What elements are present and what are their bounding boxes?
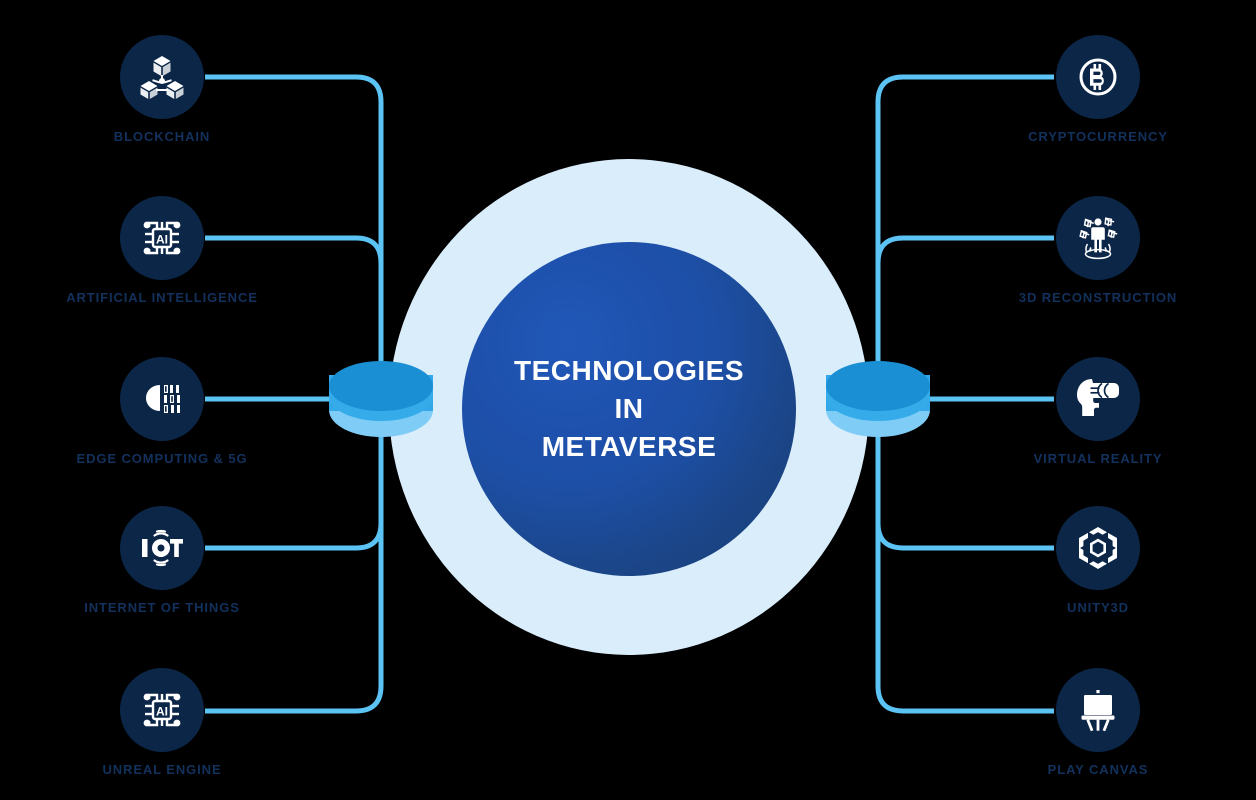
node-label: UNITY3D: [1067, 600, 1129, 615]
easel-canvas-icon: [1081, 690, 1115, 732]
left-connector-ai: [205, 235, 384, 374]
node-icon-badge: [1056, 196, 1140, 280]
ai-chip-icon: AI: [143, 221, 181, 255]
right-connector-crypto: [875, 74, 1054, 374]
node-label: PLAY CANVAS: [1047, 762, 1149, 777]
node-blockchain[interactable]: BLOCKCHAIN: [82, 35, 242, 144]
svg-text:AI: AI: [156, 705, 168, 719]
node-artificial-intelligence[interactable]: AI ARTIFICIAL INTELLIGENCE: [66, 196, 257, 305]
node-icon-badge: AI: [120, 668, 204, 752]
title-line-1: TECHNOLOGIES: [513, 355, 744, 386]
node-label: ARTIFICIAL INTELLIGENCE: [66, 290, 258, 305]
node-icon-badge: [1056, 357, 1140, 441]
svg-text:AI: AI: [156, 233, 168, 247]
left-hub-cylinder: [329, 361, 433, 437]
node-play-canvas[interactable]: PLAY CANVAS: [1018, 668, 1178, 777]
node-label: UNREAL ENGINE: [102, 762, 222, 777]
unity-cube-icon: [1079, 527, 1117, 569]
cloud-binary-icon: [146, 385, 180, 413]
vr-headset-icon: [1077, 379, 1119, 416]
node-unreal-engine[interactable]: AI UNREAL ENGINE: [82, 668, 242, 777]
right-connector-3d: [875, 235, 1054, 374]
left-connector-unreal: [205, 424, 384, 714]
blockchain-icon: [140, 56, 184, 99]
ai-chip-icon: AI: [143, 693, 181, 727]
node-icon-badge: AI: [120, 196, 204, 280]
node-icon-badge: [1056, 668, 1140, 752]
node-icon-badge: [1056, 506, 1140, 590]
node-icon-badge: [120, 506, 204, 590]
bitcoin-icon: [1079, 58, 1117, 96]
iot-icon: [142, 529, 183, 567]
title-line-2: IN: [614, 393, 644, 424]
node-virtual-reality[interactable]: VIRTUAL REALITY: [1018, 357, 1178, 466]
node-label: CRYPTOCURRENCY: [1028, 129, 1168, 144]
node-label: EDGE COMPUTING & 5G: [76, 451, 248, 466]
node-edge-computing-5g[interactable]: EDGE COMPUTING & 5G: [77, 357, 247, 466]
node-3d-reconstruction[interactable]: 3D RECONSTRUCTION: [1018, 196, 1178, 305]
node-icon-badge: [120, 357, 204, 441]
cylinder-top-disc: [826, 361, 930, 411]
page-title: TECHNOLOGIES IN METAVERSE: [514, 347, 744, 471]
node-cryptocurrency[interactable]: CRYPTOCURRENCY: [1018, 35, 1178, 144]
right-hub-cylinder: [826, 361, 930, 437]
node-icon-badge: [120, 35, 204, 119]
node-unity3d[interactable]: UNITY3D: [1018, 506, 1178, 615]
node-label: 3D RECONSTRUCTION: [1018, 290, 1178, 305]
node-label: VIRTUAL REALITY: [1033, 451, 1163, 466]
node-internet-of-things[interactable]: INTERNET OF THINGS: [82, 506, 242, 615]
node-label: BLOCKCHAIN: [113, 129, 211, 144]
person-3d-objects-icon: [1079, 217, 1118, 260]
node-icon-badge: [1056, 35, 1140, 119]
center-core: TECHNOLOGIES IN METAVERSE: [462, 242, 796, 576]
cylinder-top-disc: [329, 361, 433, 411]
node-label: INTERNET OF THINGS: [84, 600, 240, 615]
title-line-3: METAVERSE: [541, 431, 717, 462]
right-connector-playcanvas: [875, 424, 1054, 714]
left-connector-blockchain: [205, 74, 384, 374]
